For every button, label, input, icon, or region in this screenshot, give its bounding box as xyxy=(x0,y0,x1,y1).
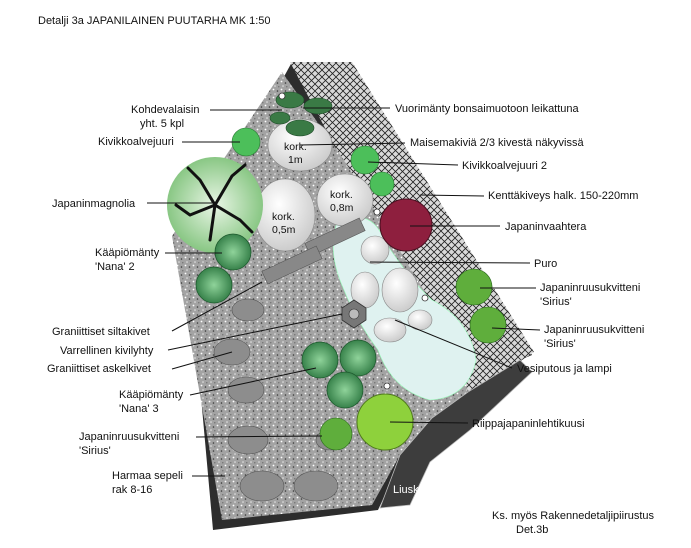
japanese-maple xyxy=(379,198,433,252)
label-kaapiomanty-3: Kääpiömänty 'Nana' 3 xyxy=(119,389,186,415)
label-kohdevalaisin: Kohdevalaisin yht. 5 kpl xyxy=(131,104,203,130)
stone-lantern xyxy=(341,299,367,329)
label-vesiputous: Vesiputous ja lampi xyxy=(517,363,612,375)
dwarf-pines xyxy=(195,233,377,409)
labels-right: Vuorimänty bonsaimuotoon leikattuna Mais… xyxy=(299,103,647,496)
labels-left: Kohdevalaisin yht. 5 kpl Kivikkoalvejuur… xyxy=(47,104,343,496)
label-kenttakiveys: Kenttäkiveys halk. 150-220mm xyxy=(488,190,638,202)
spotlights xyxy=(278,92,429,390)
label-kivikkoalvejuuri: Kivikkoalvejuuri xyxy=(98,136,174,148)
label-puro: Puro xyxy=(534,258,557,270)
label-kaapiomanty-2: Kääpiömänty 'Nana' 2 xyxy=(95,247,162,273)
label-riippajapaninlehtikuusi: Riippajapaninlehtikuusi xyxy=(472,418,585,430)
height-label-05m: kork.0,5m xyxy=(272,211,296,236)
label-kivilyhty: Varrellinen kivilyhty xyxy=(60,345,154,357)
height-label-1m: kork.1m xyxy=(284,141,307,166)
label-vuorimanty: Vuorimänty bonsaimuotoon leikattuna xyxy=(395,103,580,115)
label-ruusukvitteni-left: Japaninruusukvitteni 'Sirius' xyxy=(79,431,182,457)
ferns xyxy=(231,127,395,197)
label-sepeli: Harmaa sepeli rak 8-16 xyxy=(112,470,186,496)
quince-shrubs xyxy=(319,268,507,451)
label-liuskekiveys: Liuskekiveys xyxy=(393,484,456,496)
mountain-pine-bonsai xyxy=(269,91,333,137)
slate-paving xyxy=(379,359,533,509)
landscape-stones xyxy=(254,118,433,343)
drawing-title: Detalji 3a JAPANILAINEN PUUTARHA MK 1:50 xyxy=(38,15,271,27)
bridge-stones xyxy=(261,217,366,285)
label-maisemakivia: Maisemakiviä 2/3 kivestä näkyvissä xyxy=(410,137,585,149)
footer-note: Ks. myös Rakennedetaljipiirustus Det.3b xyxy=(492,510,657,536)
height-label-08m: kork.0,8m xyxy=(330,189,354,214)
label-japaninvaahtera: Japaninvaahtera xyxy=(505,221,587,233)
label-kivikkoalvejuuri-2: Kivikkoalvejuuri 2 xyxy=(462,160,547,172)
japanese-magnolia xyxy=(167,157,263,253)
label-ruusukvitteni-r1: Japaninruusukvitteni 'Sirius' xyxy=(540,282,643,308)
label-siltakivet: Graniittiset siltakivet xyxy=(52,326,150,338)
label-ruusukvitteni-r2: Japaninruusukvitteni 'Sirius' xyxy=(544,324,647,350)
label-askelkivet: Graniittiset askelkivet xyxy=(47,363,151,375)
label-japaninmagnolia: Japaninmagnolia xyxy=(52,198,136,210)
